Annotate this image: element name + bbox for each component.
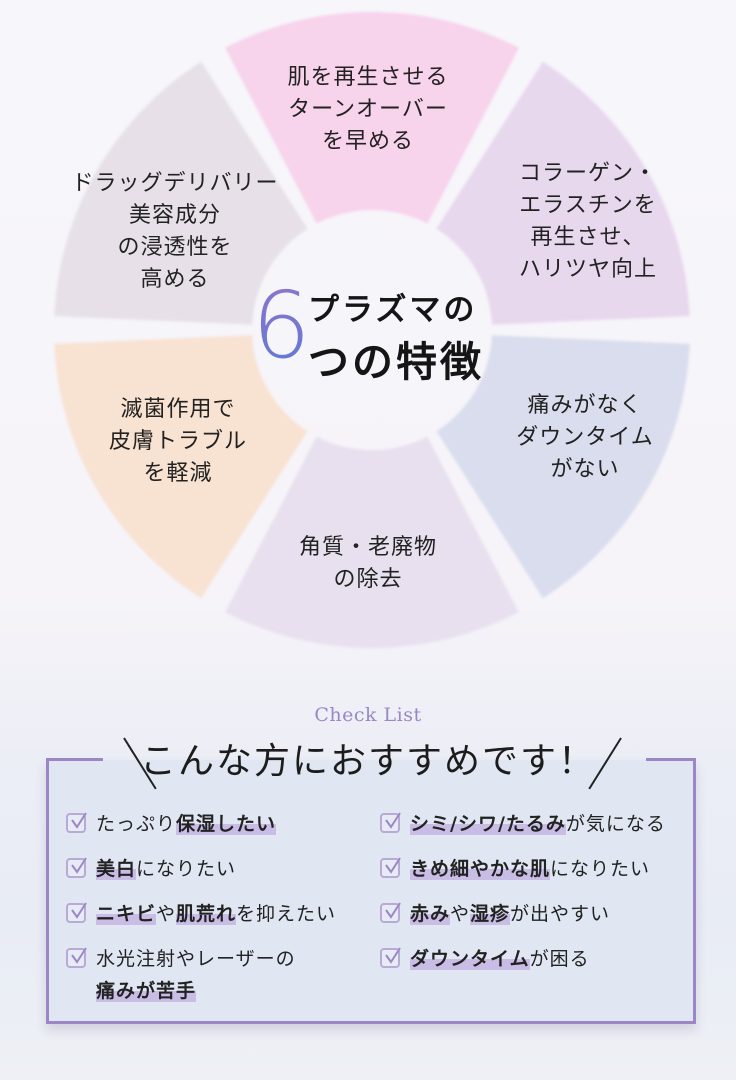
features-wheel: 肌を再生させる ターンオーバー を早める コラーゲン・ エラスチンを 再生させ、… bbox=[54, 12, 690, 648]
plain-text: や bbox=[156, 903, 177, 925]
checklist-item-text: 赤みや湿疹が出やすい bbox=[410, 898, 610, 930]
highlighted-text: 肌荒れ bbox=[176, 903, 237, 925]
highlighted-text: 痛みが苦手 bbox=[96, 980, 197, 1002]
wheel-segment bbox=[436, 61, 690, 325]
checklist-item: 美白になりたい bbox=[66, 853, 336, 883]
wheel-segments bbox=[54, 12, 690, 648]
checkbox-checked-icon bbox=[66, 947, 87, 968]
checklist-item: ダウンタイムが困る bbox=[380, 943, 666, 973]
highlighted-text: シミ/シワ/たるみ bbox=[410, 813, 566, 835]
checkbox-checked-icon bbox=[380, 902, 401, 923]
checkbox-checked-icon bbox=[66, 812, 87, 833]
checklist-item-text: 水光注射やレーザーの痛みが苦手 bbox=[96, 943, 296, 1007]
checklist-right-column: シミ/シワ/たるみが気になるきめ細やかな肌になりたい赤みや湿疹が出やすいダウンタ… bbox=[380, 808, 666, 988]
wheel-segment bbox=[436, 335, 690, 599]
checklist-item-text: ニキビや肌荒れを抑えたい bbox=[96, 898, 336, 930]
checklist-heading: こんな方におすすめです！ bbox=[139, 741, 596, 782]
checklist-item-text: きめ細やかな肌になりたい bbox=[410, 853, 650, 885]
plain-text: たっぷり bbox=[96, 813, 177, 835]
highlighted-text: ニキビ bbox=[96, 903, 157, 925]
plain-text: が困る bbox=[529, 948, 590, 970]
checkbox-checked-icon bbox=[380, 947, 401, 968]
segment-exfoliation: 角質・老廃物 の除去 bbox=[298, 535, 437, 592]
segment-no-downtime: 痛みがなく ダウンタイム がない bbox=[516, 393, 654, 482]
checklist-item: 赤みや湿疹が出やすい bbox=[380, 898, 666, 928]
checklist-item-text: たっぷり保湿したい bbox=[96, 808, 277, 840]
plain-text: になりたい bbox=[550, 858, 651, 880]
highlighted-text: きめ細やかな肌 bbox=[410, 858, 551, 880]
highlighted-text: 湿疹 bbox=[470, 903, 511, 925]
checkbox-checked-icon bbox=[66, 857, 87, 878]
wheel-center-title: 6 プラズマの つの特徴 bbox=[248, 276, 508, 387]
highlighted-text: ダウンタイム bbox=[410, 948, 530, 970]
title-line2: つの特徴 bbox=[308, 338, 484, 386]
wheel-segment bbox=[225, 12, 519, 224]
checklist-item: きめ細やかな肌になりたい bbox=[380, 853, 666, 883]
plain-text: が気になる bbox=[565, 813, 666, 835]
wheel-segment bbox=[225, 436, 519, 648]
segment-drug-delivery: ドラッグデリバリー 美容成分 の浸透性を 高める bbox=[71, 171, 279, 292]
checklist-item: シミ/シワ/たるみが気になる bbox=[380, 808, 666, 838]
plain-text: になりたい bbox=[136, 858, 237, 880]
plain-text: や bbox=[450, 903, 471, 925]
box-top-border-right bbox=[646, 758, 696, 761]
checklist-item: たっぷり保湿したい bbox=[66, 808, 336, 838]
plain-text: 水光注射やレーザーの bbox=[96, 948, 296, 970]
checkbox-checked-icon bbox=[66, 902, 87, 923]
plain-text: を抑えたい bbox=[236, 903, 337, 925]
highlighted-text: 保湿したい bbox=[176, 813, 277, 835]
segment-sterilization: 滅菌作用で 皮膚トラブル を軽減 bbox=[108, 397, 247, 486]
highlighted-text: 美白 bbox=[96, 858, 137, 880]
segment-collagen: コラーゲン・ エラスチンを 再生させ、 ハリツヤ向上 bbox=[518, 161, 657, 282]
plain-text: が出やすい bbox=[510, 903, 611, 925]
checklist-left-column: たっぷり保湿したい美白になりたいニキビや肌荒れを抑えたい水光注射やレーザーの痛み… bbox=[66, 808, 336, 1022]
checkbox-checked-icon bbox=[380, 812, 401, 833]
checklist-item-text: ダウンタイムが困る bbox=[410, 943, 590, 975]
segment-turnover: 肌を再生させる ターンオーバー を早める bbox=[287, 65, 449, 154]
number-six: 6 bbox=[252, 272, 311, 379]
wheel-segment bbox=[54, 335, 308, 599]
box-top-border-left bbox=[46, 758, 103, 761]
checkbox-checked-icon bbox=[380, 857, 401, 878]
wheel-segment bbox=[54, 61, 308, 325]
checklist-item-text: 美白になりたい bbox=[96, 853, 236, 885]
checklist-item-text: シミ/シワ/たるみが気になる bbox=[410, 808, 666, 840]
title-line1: プラズマの bbox=[308, 292, 478, 328]
highlighted-text: 赤み bbox=[410, 903, 451, 925]
checklist-item: 水光注射やレーザーの痛みが苦手 bbox=[66, 943, 336, 1007]
checklist-eyebrow: Check List bbox=[314, 704, 422, 726]
checklist-item: ニキビや肌荒れを抑えたい bbox=[66, 898, 336, 928]
